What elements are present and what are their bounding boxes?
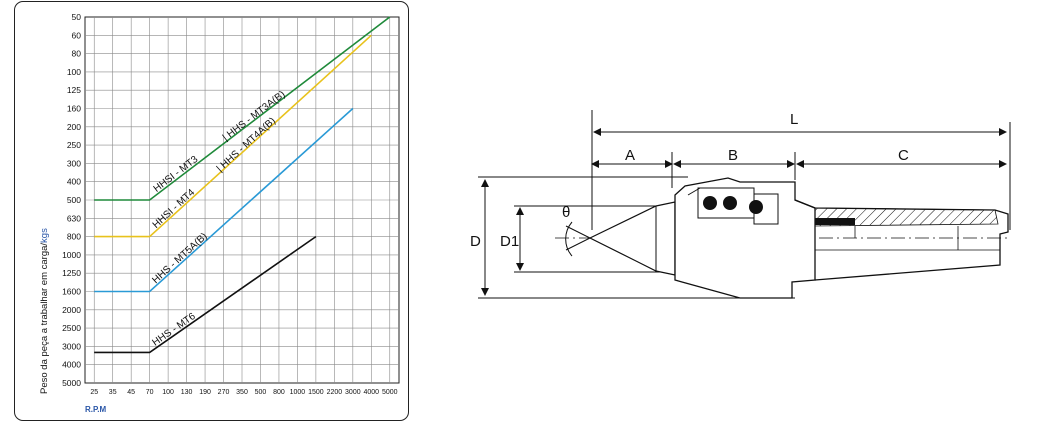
x-tick-label: 45 — [127, 389, 135, 396]
load-rpm-chart-panel: 50 60 80 100 125 160 200 250 300 400 500 630 800 1000… — [14, 1, 409, 421]
x-tick-label: 500 — [255, 389, 267, 396]
dimension-D1: D1 — [500, 205, 660, 273]
x-tick-label: 35 — [109, 389, 117, 396]
x-tick-label: 190 — [199, 389, 211, 396]
y-tick-label: 630 — [67, 213, 81, 223]
x-tick-label: 5000 — [382, 389, 398, 396]
series-line — [94, 235, 317, 354]
ball-bearing — [749, 200, 763, 214]
y-tick-label: 300 — [67, 158, 81, 168]
y-tick-label: 400 — [67, 177, 81, 187]
dimension-C: C — [796, 147, 1007, 168]
dimension-A: A — [591, 147, 673, 188]
y-tick-label: 3000 — [62, 341, 81, 351]
x-tick-label: 70 — [146, 389, 154, 396]
series-label: HHS - MT5A(B) — [150, 231, 209, 286]
series-line — [94, 16, 391, 201]
ball-bearing — [723, 196, 737, 210]
angle-theta: θ — [562, 204, 591, 257]
x-tick-label: 25 — [90, 389, 98, 396]
dimension-L: L — [591, 110, 1011, 230]
load-rpm-chart: 50 60 80 100 125 160 200 250 300 400 500 630 800 1000… — [39, 12, 400, 414]
y-tick-label: 1250 — [62, 268, 81, 278]
y-tick-label: 4000 — [62, 360, 81, 370]
x-tick-label: 800 — [273, 389, 285, 396]
cone-tip — [588, 201, 676, 276]
y-tick-label: 1600 — [62, 287, 81, 297]
live-center-drawing: L A B C D D1 θ — [470, 110, 1011, 299]
y-tick-label: 160 — [67, 104, 81, 114]
x-tick-label: 2200 — [327, 389, 343, 396]
y-tick-label: 125 — [67, 85, 81, 95]
dimension-B: B — [673, 147, 796, 180]
y-tick-label: 80 — [72, 49, 82, 59]
svg-text:L: L — [790, 111, 798, 128]
x-tick-label: 3000 — [345, 389, 361, 396]
x-tick-label: 4000 — [364, 389, 380, 396]
x-tick-label: 270 — [218, 389, 230, 396]
series-line — [94, 107, 354, 293]
series-line — [94, 34, 372, 238]
svg-text:θ: θ — [562, 204, 570, 221]
svg-text:C: C — [898, 147, 909, 164]
series-label: HHSI - MT3 — [152, 154, 201, 195]
y-tick-label: 5000 — [62, 378, 81, 388]
y-tick-label: 2000 — [62, 305, 81, 315]
y-tick-label: 100 — [67, 67, 81, 77]
svg-text:D1: D1 — [500, 233, 519, 250]
y-axis-label: Peso da peça a trabalhar em carga/kgs — [39, 228, 50, 394]
svg-text:D: D — [470, 233, 481, 250]
y-tick-label: 1000 — [62, 250, 81, 260]
y-tick-label: 50 — [72, 12, 82, 22]
y-tick-label: 60 — [72, 30, 82, 40]
x-tick-label: 350 — [236, 389, 248, 396]
svg-text:B: B — [728, 147, 738, 164]
series-label: HHS - MT6 — [150, 311, 198, 349]
y-axis-ticks: 50 60 80 100 125 160 200 250 300 400 500 630 800 1000… — [62, 12, 81, 388]
y-tick-label: 800 — [67, 232, 81, 242]
y-tick-label: 200 — [67, 122, 81, 132]
y-tick-label: 2500 — [62, 323, 81, 333]
x-tick-label: 130 — [181, 389, 193, 396]
y-tick-label: 500 — [67, 195, 81, 205]
ball-bearing — [703, 196, 717, 210]
x-axis-label: R.P.M — [85, 405, 107, 414]
x-tick-label: 1000 — [290, 389, 306, 396]
x-tick-label: 1500 — [308, 389, 324, 396]
svg-text:A: A — [625, 147, 635, 164]
x-tick-label: 100 — [162, 389, 174, 396]
y-tick-label: 250 — [67, 140, 81, 150]
